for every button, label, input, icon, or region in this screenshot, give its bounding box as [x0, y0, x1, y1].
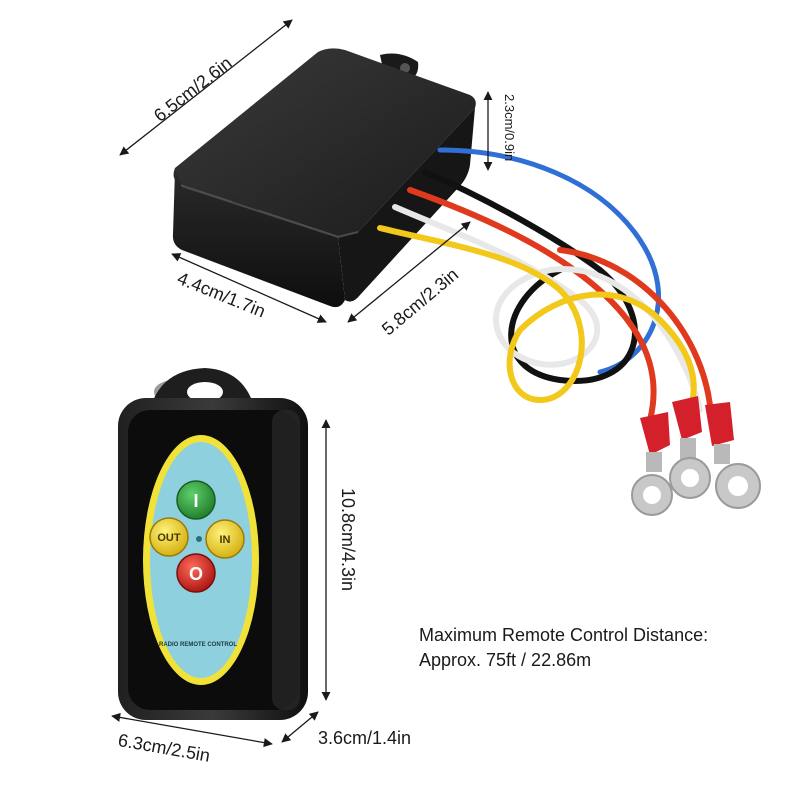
wire-red	[407, 187, 657, 423]
wire-red-2	[557, 247, 713, 408]
wire-yellow	[377, 225, 697, 413]
ring-terminals	[631, 396, 761, 516]
off-button-label: O	[189, 564, 203, 584]
control-box	[172, 48, 476, 308]
in-button-label: IN	[220, 534, 231, 546]
wire-blue	[437, 147, 661, 375]
in-button[interactable]: IN	[205, 519, 245, 559]
on-button[interactable]: I	[176, 480, 216, 520]
label-box-height: 2.3cm/0.9in	[502, 94, 517, 162]
label-remote-height: 10.8cm/4.3in	[338, 488, 358, 592]
out-button[interactable]: OUT	[149, 517, 189, 557]
range-caption-line1: Maximum Remote Control Distance:	[419, 625, 709, 645]
range-caption-line2: Approx. 75ft / 22.86m	[419, 650, 592, 670]
on-button-label: I	[193, 491, 198, 511]
off-button[interactable]: O	[176, 553, 216, 593]
remote-label: RADIO REMOTE CONTROL	[159, 642, 237, 648]
arrow-box-length	[119, 19, 293, 156]
wires	[377, 147, 713, 423]
label-remote-thickness: 3.6cm/1.4in	[318, 728, 412, 748]
arrow-box-depth	[347, 221, 471, 323]
out-button-label: OUT	[157, 532, 181, 544]
wire-black	[422, 169, 638, 384]
arrow-remote-width	[111, 712, 273, 748]
arrow-remote-thickness	[281, 711, 319, 743]
range-caption: Maximum Remote Control Distance: Approx.…	[419, 623, 708, 673]
dimension-lines	[111, 19, 493, 748]
arrow-box-width	[171, 253, 327, 323]
